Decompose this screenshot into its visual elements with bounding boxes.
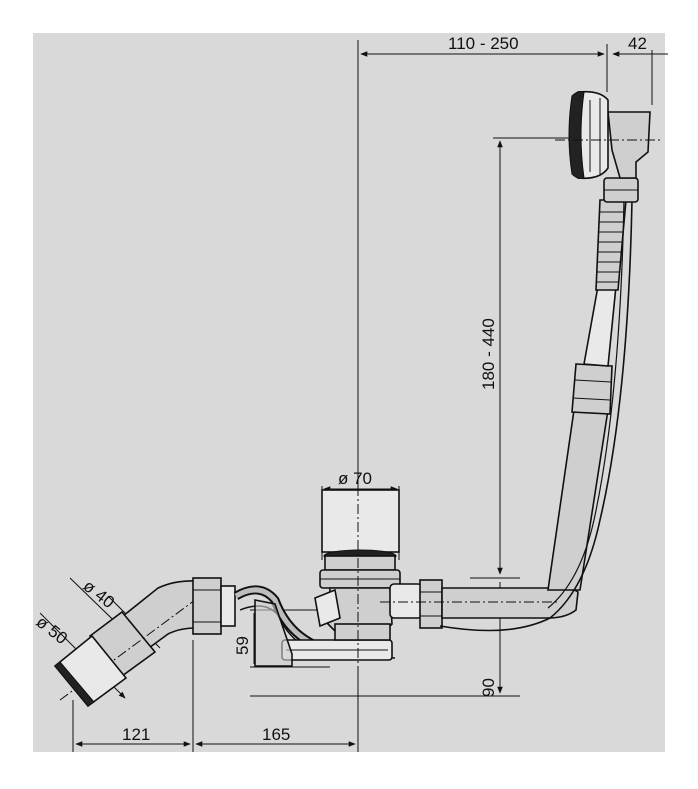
label-overflow-horizontal: 110 - 250: [448, 34, 519, 53]
corrugation: [596, 211, 625, 283]
overflow-connector-pipe: [380, 579, 579, 629]
label-trap-height: 59: [233, 636, 252, 655]
label-bottom-clearance: 90: [479, 678, 498, 697]
label-height-range: 180 - 440: [479, 318, 498, 390]
label-drain-offset: 165: [262, 725, 290, 744]
label-overflow-depth: 42: [628, 34, 647, 53]
connection-hose: [233, 585, 396, 667]
overflow-head: [555, 90, 660, 180]
outlet-bend: [53, 577, 236, 708]
overflow-riser: [439, 177, 639, 632]
label-drain-diameter: ø 70: [338, 469, 372, 488]
label-outlet-offset: 121: [122, 725, 150, 744]
